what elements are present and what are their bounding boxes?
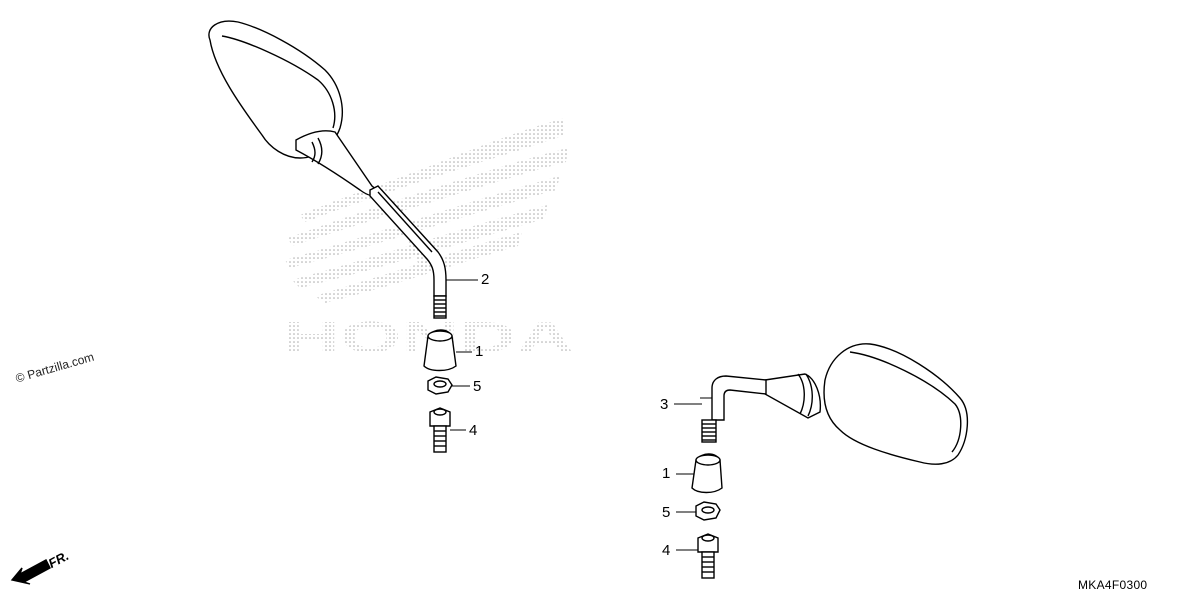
leader-lines xyxy=(446,279,702,551)
left-mirror-housing xyxy=(208,20,343,159)
left-bolt xyxy=(429,407,451,453)
right-mirror xyxy=(700,343,969,465)
left-mirror xyxy=(208,20,447,319)
front-arrow-icon xyxy=(10,559,51,585)
right-mirror-housing xyxy=(823,343,969,465)
callout-4-right: 4 xyxy=(662,542,671,559)
callout-5-left: 5 xyxy=(473,378,482,395)
callout-3: 3 xyxy=(660,396,669,413)
callout-5-right: 5 xyxy=(662,504,671,521)
callout-4-left: 4 xyxy=(469,422,478,439)
callout-1-right: 1 xyxy=(662,465,671,482)
right-mirror-stem xyxy=(711,375,767,421)
right-nut xyxy=(695,501,721,521)
left-rubber-boot xyxy=(423,329,457,372)
callout-2: 2 xyxy=(481,271,490,288)
left-mirror-neck xyxy=(295,130,384,197)
right-bolt xyxy=(697,533,719,579)
callout-1-left: 1 xyxy=(475,343,484,360)
right-rubber-boot xyxy=(691,453,723,494)
left-nut xyxy=(427,376,453,395)
diagram-code: MKA4F0300 xyxy=(1078,578,1148,592)
